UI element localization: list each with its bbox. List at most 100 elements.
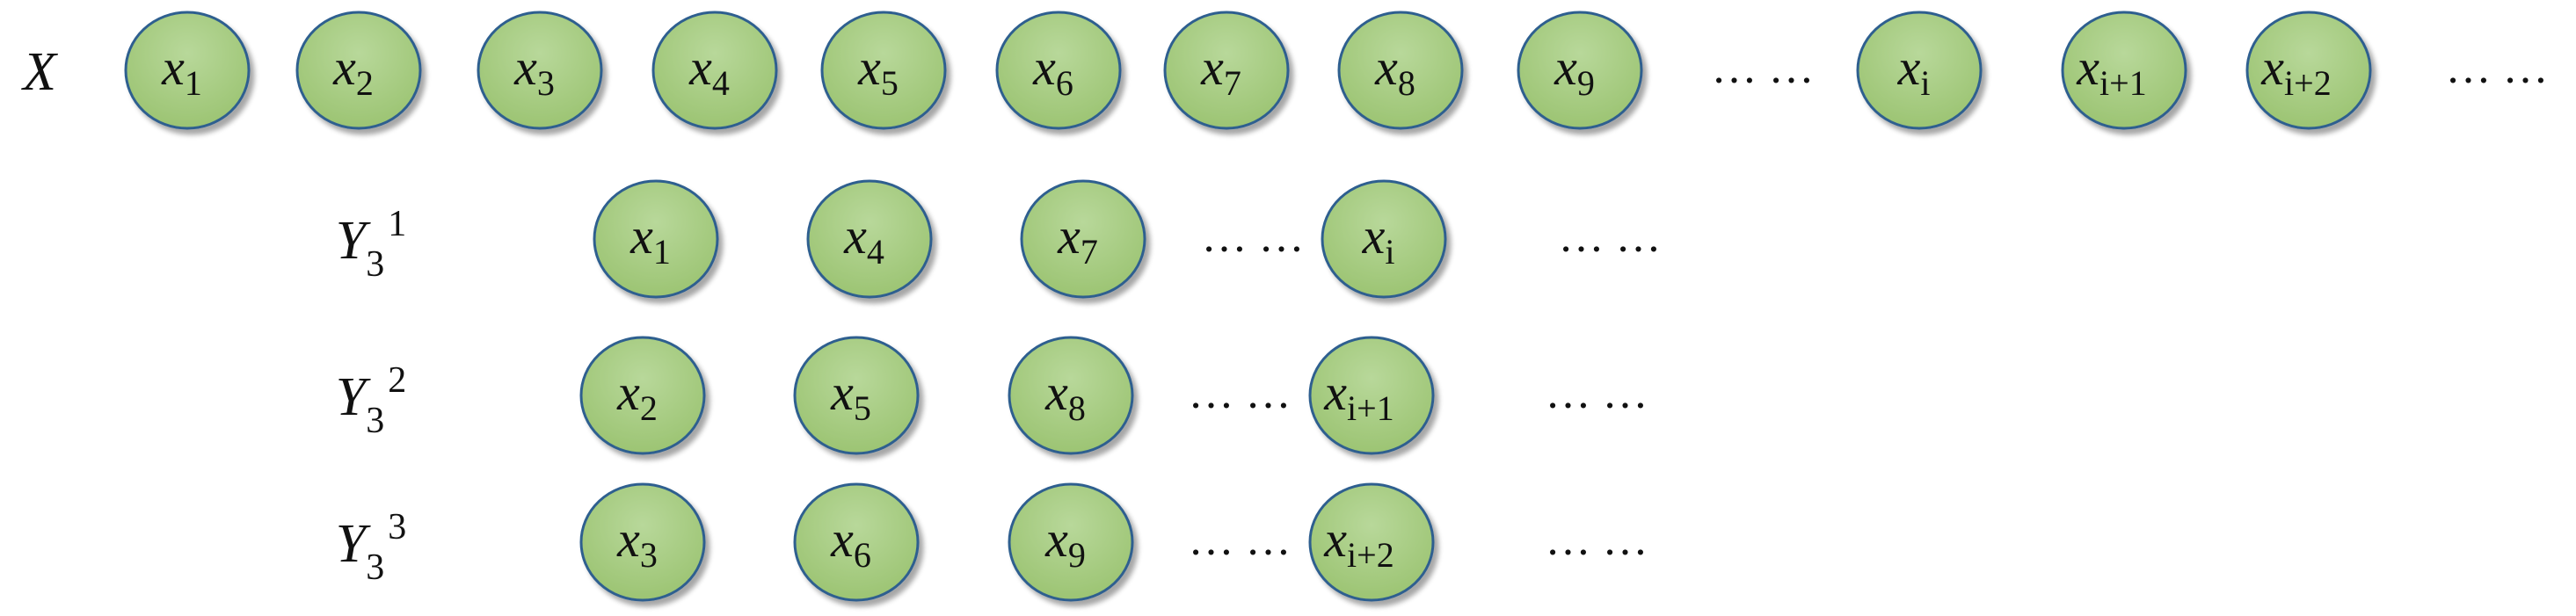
row-label-base: Y [336, 514, 371, 574]
node-label-base: x [1044, 511, 1068, 568]
node-label-base: x [1044, 364, 1068, 421]
node-label: x3 [513, 39, 555, 103]
node-label-base: x [1323, 364, 1347, 421]
node-xiplus2: xi+2 [2245, 11, 2372, 130]
node-label: x1 [629, 207, 671, 272]
node-circle [1008, 336, 1134, 455]
node-label: x1 [161, 39, 202, 103]
ellipsis: … … [1546, 368, 1648, 418]
row-label: Y31 [336, 204, 406, 285]
node-label-sub: i+1 [1347, 388, 1394, 428]
node-label-sub: 1 [653, 232, 671, 272]
row-label-base: Y [336, 367, 371, 427]
node-label: x7 [1200, 39, 1241, 103]
node-circle [651, 11, 778, 130]
node-circle [1308, 482, 1435, 602]
row-label-sup: 3 [388, 507, 406, 547]
node-label: xi+1 [1323, 364, 1394, 428]
node-label-sub: 5 [854, 388, 871, 428]
node-circle [806, 179, 933, 299]
node-label: x8 [1044, 364, 1086, 428]
node-label: x7 [1057, 207, 1098, 272]
node-xiplus1: xi+1 [1308, 336, 1435, 455]
node-label: x4 [843, 207, 884, 272]
node-label: x4 [688, 39, 730, 103]
row-label-sub: 3 [366, 244, 384, 285]
node-label: x9 [1044, 511, 1086, 575]
node-circle [1321, 179, 1447, 299]
node-circle [1163, 11, 1290, 130]
node-label-base: x [161, 39, 185, 96]
node-label: x6 [1032, 39, 1073, 103]
node-label-sub: 8 [1398, 63, 1415, 103]
node-circle [124, 11, 251, 130]
node-circle [1020, 179, 1146, 299]
node-x3: x3 [477, 11, 603, 130]
node-label-base: x [1897, 39, 1921, 96]
node-label-base: x [513, 39, 537, 96]
row-label-sup: 1 [388, 204, 406, 244]
node-label-sub: 3 [640, 535, 658, 575]
node-x9: x9 [1008, 482, 1134, 602]
node-label: xi+2 [1323, 511, 1394, 575]
node-label-sub: 8 [1068, 388, 1086, 428]
node-circle [295, 11, 422, 130]
node-x4: x4 [651, 11, 778, 130]
node-x2: x2 [295, 11, 422, 130]
node-circle [2061, 11, 2187, 130]
node-label-base: x [2076, 39, 2099, 96]
node-circle [593, 179, 719, 299]
ellipsis: … … [2446, 43, 2549, 93]
row-label-base: Y [336, 211, 371, 271]
node-label: x2 [616, 364, 658, 428]
node-x4: x4 [806, 179, 933, 299]
ellipsis: … … [1546, 515, 1648, 565]
node-label: x2 [332, 39, 374, 103]
node-label-base: x [332, 39, 356, 96]
node-label-base: x [2260, 39, 2284, 96]
node-label-base: x [1200, 39, 1224, 96]
node-label: x5 [857, 39, 899, 103]
node-circle [1517, 11, 1643, 130]
ellipsis: … … [1189, 515, 1292, 565]
row-label-sub: 3 [366, 401, 384, 441]
node-label-sub: 2 [640, 388, 658, 428]
node-x1: x1 [124, 11, 251, 130]
node-x6: x6 [793, 482, 920, 602]
node-circle [579, 336, 706, 455]
node-label-base: x [857, 39, 881, 96]
node-label: xi+1 [2076, 39, 2146, 103]
node-x8: x8 [1008, 336, 1134, 455]
node-label: xi [1897, 39, 1931, 103]
row-label: Y33 [336, 507, 406, 588]
node-label-sub: i [1385, 232, 1394, 272]
node-circle [1308, 336, 1435, 455]
node-label-base: x [830, 364, 854, 421]
node-x9: x9 [1517, 11, 1643, 130]
node-xi: xi [1321, 179, 1447, 299]
node-circle [793, 336, 920, 455]
node-label-sub: 7 [1224, 63, 1241, 103]
node-label-sub: 4 [712, 63, 730, 103]
node-label-sub: 9 [1577, 63, 1595, 103]
node-label-sub: 5 [881, 63, 899, 103]
ellipsis: … … [1189, 368, 1292, 418]
node-label-base: x [1362, 207, 1386, 265]
node-label-base: x [843, 207, 867, 265]
node-circle [1337, 11, 1464, 130]
node-label-base: x [1032, 39, 1056, 96]
node-circle [820, 11, 947, 130]
node-label-sub: i [1920, 63, 1930, 103]
node-circle [2245, 11, 2372, 130]
ellipsis: … … [1712, 43, 1815, 93]
node-label: x9 [1554, 39, 1595, 103]
node-label: xi+2 [2260, 39, 2331, 103]
node-xiplus1: xi+1 [2061, 11, 2187, 130]
node-label-base: x [1057, 207, 1081, 265]
node-label-sub: i+1 [2099, 63, 2147, 103]
ellipsis: … … [1202, 212, 1305, 262]
row-label-sup: 2 [388, 360, 406, 401]
node-label: x6 [830, 511, 871, 575]
